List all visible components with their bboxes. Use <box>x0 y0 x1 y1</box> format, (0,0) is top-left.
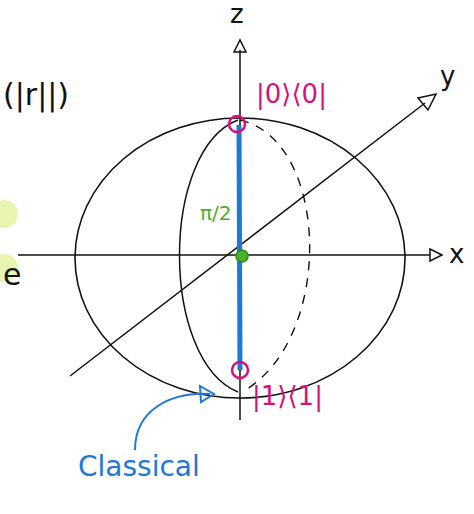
centre-dot <box>236 250 248 262</box>
meridian-arc <box>180 120 239 392</box>
axis-arrow <box>430 249 442 261</box>
pole-marker <box>232 362 248 378</box>
axis-arrow <box>418 94 436 110</box>
sphere-outline <box>75 118 405 398</box>
meridian-back <box>240 120 310 392</box>
pointer-arrow <box>200 386 214 402</box>
z-axis <box>239 50 241 420</box>
angle-label: π/2 <box>200 202 232 224</box>
axis-arrow <box>234 40 246 52</box>
region-label: Classical <box>78 452 200 483</box>
note-fragment: e <box>3 258 21 291</box>
axis-label: y <box>440 62 455 91</box>
classical-segment <box>239 125 240 370</box>
note-fragment: (|r||) <box>3 78 69 111</box>
x-axis <box>18 254 430 256</box>
axis-label: x <box>449 240 464 269</box>
pointer-arrow <box>135 394 210 450</box>
y-axis <box>70 103 425 376</box>
state-label: |1⟩⟨1| <box>252 382 323 411</box>
axis-label: z <box>230 0 244 29</box>
state-label: |0⟩⟨0| <box>256 80 327 109</box>
highlight-mark <box>0 200 18 228</box>
pole-marker <box>229 116 245 132</box>
